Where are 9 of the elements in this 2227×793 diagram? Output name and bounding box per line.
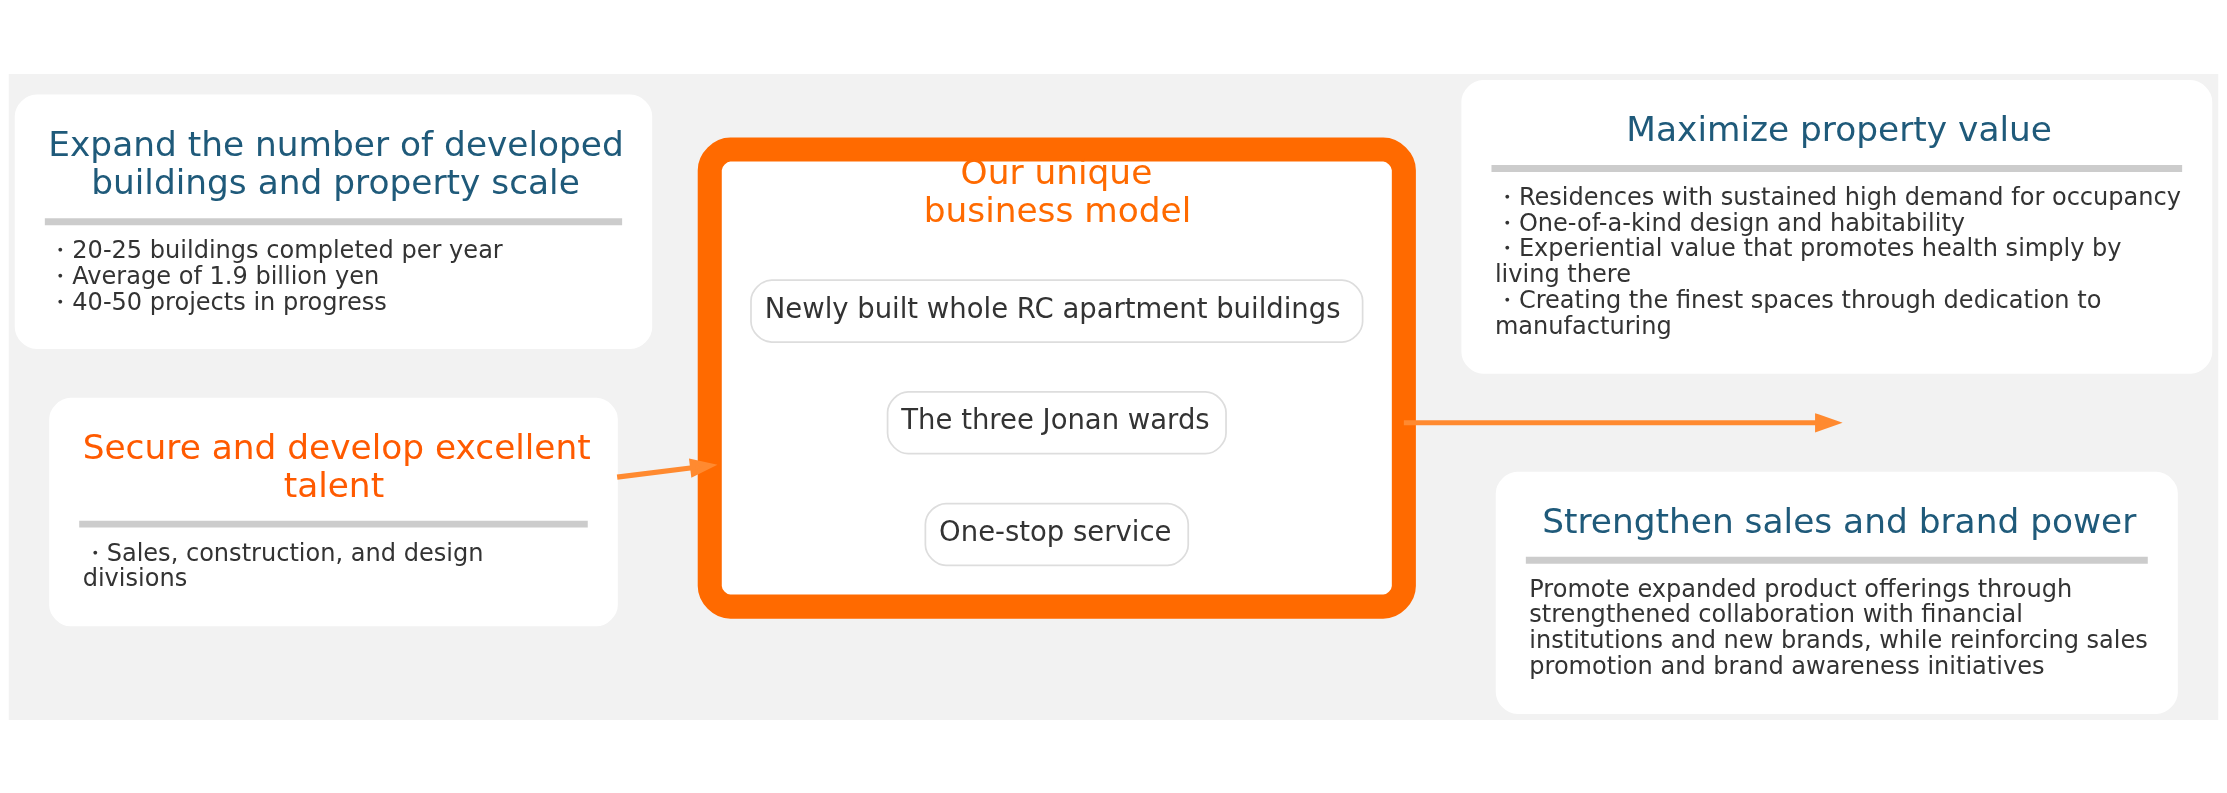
arrow <box>616 458 718 480</box>
node-box: Expand the number of developed buildings and property scale ・20-25 buildings completed per year ・Average of 1.9 billion yen ・40-50 projects in progress <box>14 94 653 349</box>
node-box: Newly built whole RC apartment buildings <box>750 278 1364 343</box>
node-box: The three Jonan wards <box>886 390 1227 455</box>
node-box: One-stop service <box>924 502 1190 566</box>
node-box: Strengthen sales and brand power Promote expanded product offerings through strengthened collaboration with financial institutions and new brands, while reinforcing sales promotion and brand awareness initiatives <box>1495 471 2178 714</box>
arrow <box>1403 412 1843 432</box>
node-box: Secure and develop excellent talent ・Sales, construction, and design divisions <box>49 397 618 626</box>
node-box: Maximize property value ・Residences with sustained high demand for occupancy ・One-of-a-kind design and habitability ・Experiential value that promotes health simply by living there ・Creating the finest spaces through dedication to manufacturing <box>1461 79 2213 374</box>
